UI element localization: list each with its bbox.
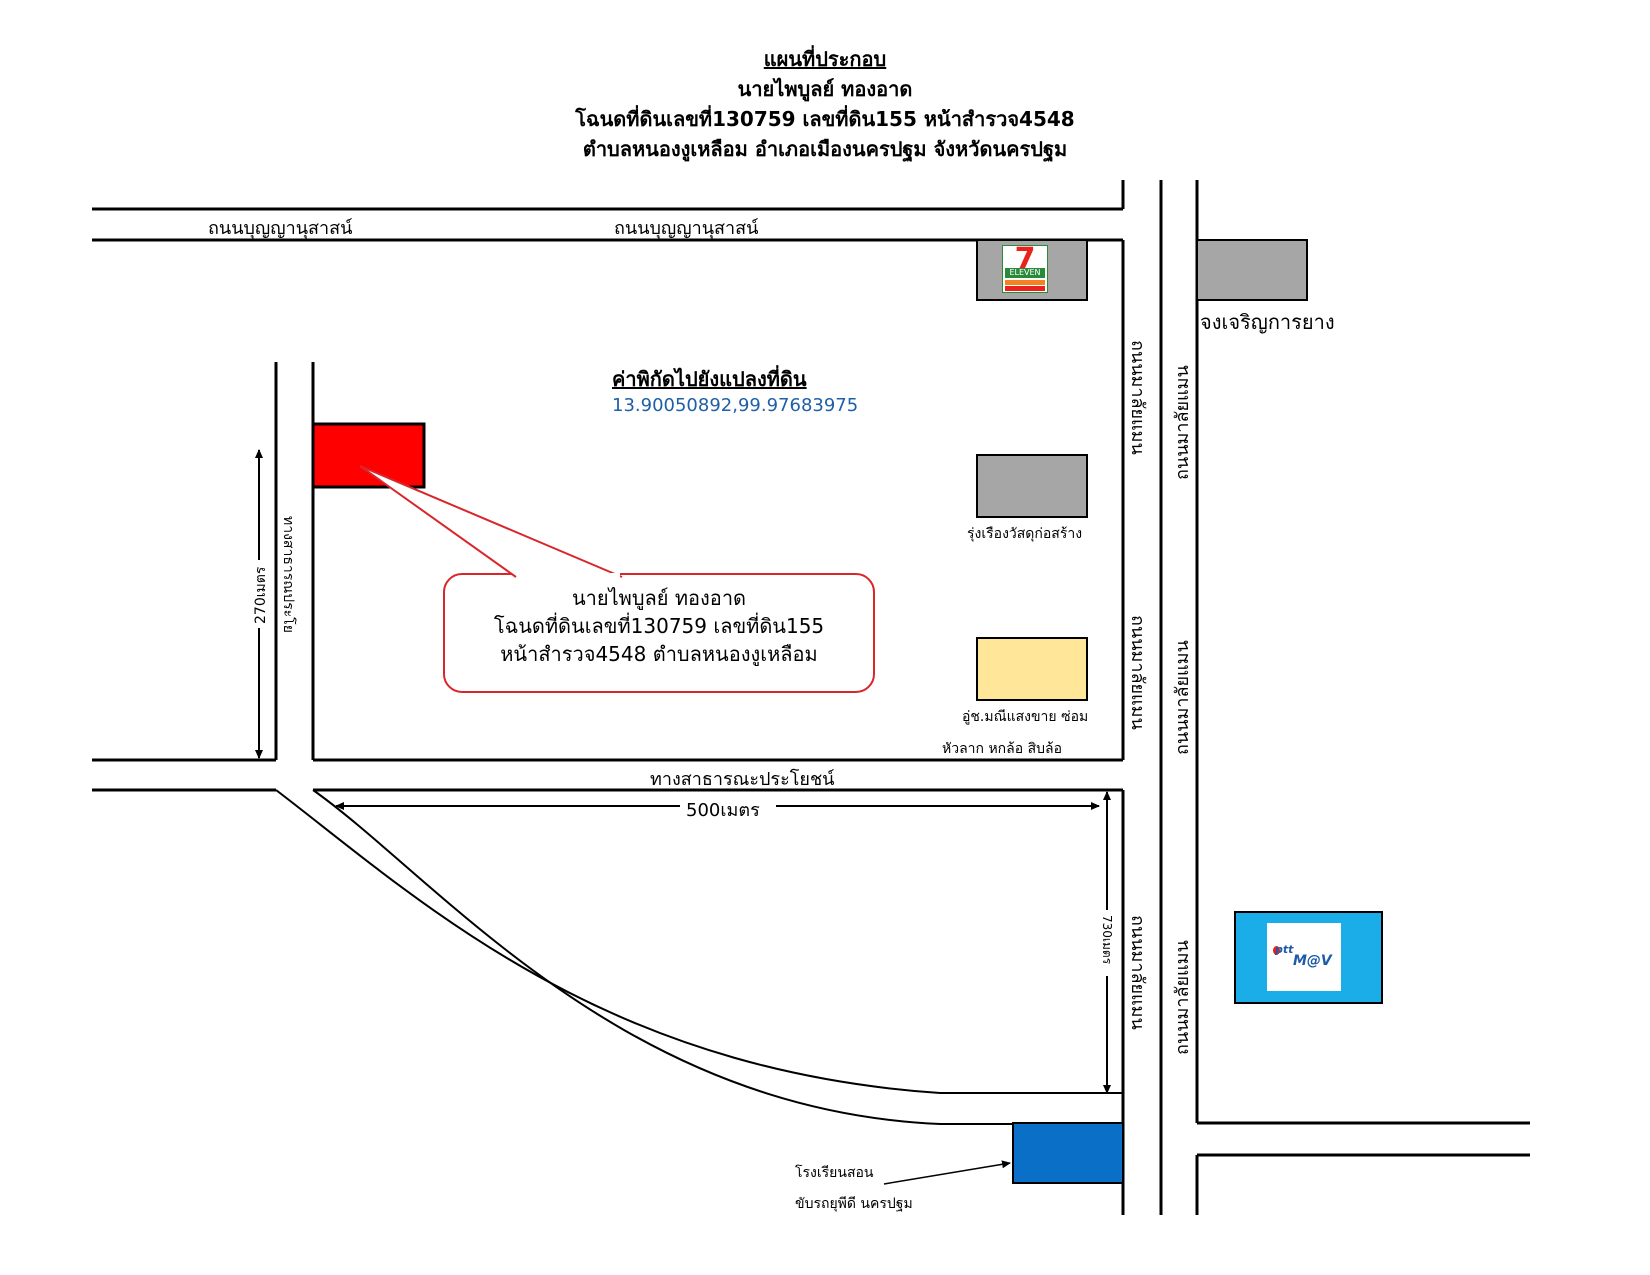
curved-road-edge-2 (312, 789, 941, 1125)
distance-500-label: 500เมตร (686, 800, 760, 821)
location-info: ตำบลหนองงูเหลือม อำเภอเมืองนครปฐม จังหวั… (582, 137, 1068, 161)
callout-pointer (359, 465, 623, 578)
main-road-label-5: ถนนมาลัยแมน (1172, 640, 1193, 755)
owner-name: นายไพบูลย์ ทองอาด (737, 77, 913, 101)
distance-730-label-bg (1098, 910, 1116, 976)
callout-line-1: นายไพบูลย์ ทองอาด (571, 586, 747, 610)
main-road-label-2: ถนนมาลัยแมน (1127, 615, 1148, 730)
seven-eleven-logo-orange-stripe (1005, 280, 1045, 285)
ptt-logo-text-2: M@V (1293, 953, 1332, 969)
seven-eleven-logo: 7 ELEVEN (1002, 242, 1048, 293)
main-road-label-3: ถนนมาลัยแมน (1127, 915, 1148, 1030)
main-road-label-6: ถนนมาลัยแมน (1172, 940, 1193, 1055)
deed-info: โฉนดที่ดินเลขที่130759 เลขที่ดิน155 หน้า… (575, 107, 1075, 131)
garage-label-line2: หัวลาก หกล้อ สิบล้อ (942, 741, 1063, 757)
north-road-label-right: ถนนบุญญานุสาสน์ (614, 218, 759, 239)
public-road-label: ทางสาธารณะประโยชน์ (650, 769, 835, 790)
seven-eleven-logo-red-stripe (1005, 286, 1045, 291)
curved-road-edge-1 (275, 789, 941, 1094)
north-road-label-left: ถนนบุญญานุสาสน์ (208, 218, 353, 239)
garage-label-line1: อู่ช.มณีแสงขาย ซ่อม (962, 709, 1089, 725)
rung-rueang-label: รุ่งเรืองวัสดุก่อสร้าง (967, 526, 1083, 542)
school-pointer-arrow (883, 1160, 1011, 1185)
callout-text: นายไพบูลย์ ทองอาด โฉนดที่ดินเลขที่130759… (444, 574, 874, 692)
public-vertical-road-label: ทางสาธารณประโย (280, 516, 296, 633)
callout-line-3: หน้าสำรวจ4548 ตำบลหนองงูเหลือม (500, 642, 818, 666)
ptt-drop-icon (1273, 946, 1280, 955)
coordinates-value: 13.90050892,99.97683975 (612, 395, 859, 416)
callout-box (443, 573, 875, 693)
ptt-logo-text: ptt (1275, 943, 1294, 956)
school-label-line2: ขับรถยุพีดี นครปฐม (795, 1196, 913, 1212)
distance-500-label-bg (680, 796, 776, 818)
school-label-line1: โรงเรียนสอน (795, 1165, 874, 1181)
ptt-logo: ptt M@V (1267, 923, 1341, 991)
seven-eleven-logo-text: ELEVEN (1005, 268, 1045, 278)
coordinates-title: ค่าพิกัดไปยังแปลงที่ดิน (612, 367, 807, 391)
map-title: แผนที่ประกอบ (763, 47, 887, 71)
garage-building (976, 637, 1088, 701)
callout-line-2: โฉนดที่ดินเลขที่130759 เลขที่ดิน155 (493, 614, 825, 638)
main-road-label-1: ถนนมาลัยแมน (1127, 340, 1148, 455)
land-plot-marker (311, 422, 426, 489)
rung-rueang-building (976, 454, 1088, 518)
chong-charoen-building (1196, 239, 1308, 301)
chong-charoen-label: จงเจริญการยาง (1200, 310, 1335, 334)
distance-270-label: 270เมตร (253, 566, 269, 624)
distance-730-label: 730เมตร (1100, 915, 1114, 965)
main-road-label-4: ถนนมาลัยแมน (1172, 365, 1193, 480)
distance-270-label-bg (250, 560, 268, 628)
school-building (1012, 1122, 1124, 1184)
